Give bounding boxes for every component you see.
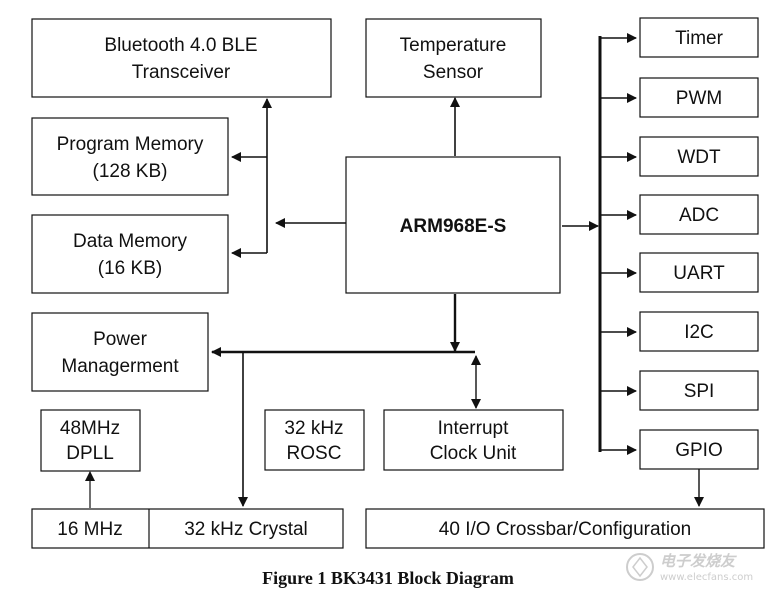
peripheral-gpio: GPIO [639, 429, 759, 470]
peripheral-label-gpio: GPIO [675, 440, 723, 461]
data-memory-label-line1: Data Memory [73, 231, 188, 252]
clock-source-block: 16 MHz 32 kHz Crystal [31, 508, 344, 549]
cpu-label: ARM968E-S [400, 216, 507, 237]
power-label-line1: Power [93, 329, 148, 350]
program-memory-block: Program Memory (128 KB) [31, 117, 229, 196]
bluetooth-label-line2: Transceiver [132, 62, 231, 83]
peripheral-label-wdt: WDT [677, 147, 721, 168]
temperature-label-line1: Temperature [400, 35, 507, 56]
watermark-url: www.elecfans.com [660, 572, 753, 583]
dpll-label-line1: 48MHz [60, 418, 120, 439]
crossbar-label: 40 I/O Crossbar/Configuration [439, 519, 691, 540]
peripheral-label-timer: Timer [675, 28, 724, 49]
data-memory-block: Data Memory (16 KB) [31, 214, 229, 294]
rosc-label-line2: ROSC [287, 443, 342, 464]
power-label-line2: Managerment [61, 356, 179, 377]
peripheral-adc: ADC [639, 194, 759, 235]
interrupt-clock-unit-block: Interrupt Clock Unit [383, 409, 564, 471]
figure-caption: Figure 1 BK3431 Block Diagram [262, 568, 514, 588]
interrupt-label-line1: Interrupt [438, 418, 509, 439]
peripheral-label-adc: ADC [679, 205, 719, 226]
peripheral-wdt: WDT [639, 136, 759, 177]
peripheral-label-spi: SPI [684, 381, 715, 402]
data-memory-label-line2: (16 KB) [98, 258, 162, 279]
watermark: 电子发烧友 www.elecfans.com [626, 552, 753, 583]
rosc-block: 32 kHz ROSC [264, 409, 365, 471]
peripheral-uart: UART [639, 252, 759, 293]
power-management-block: Power Managerment [31, 312, 209, 392]
dpll-label-line2: DPLL [66, 443, 114, 464]
connector-lines [85, 33, 704, 508]
watermark-logo-icon [626, 553, 654, 581]
cpu-block: ARM968E-S [345, 156, 561, 294]
peripheral-label-pwm: PWM [676, 88, 722, 109]
peripheral-pwm: PWM [639, 77, 759, 118]
program-memory-label-line1: Program Memory [57, 134, 204, 155]
bluetooth-block: Bluetooth 4.0 BLE Transceiver [31, 18, 332, 98]
peripheral-spi: SPI [639, 370, 759, 411]
watermark-title: 电子发烧友 [660, 552, 737, 570]
osc-16mhz-label: 16 MHz [57, 519, 122, 540]
interrupt-label-line2: Clock Unit [430, 443, 517, 464]
rosc-label-line1: 32 kHz [284, 418, 343, 439]
program-memory-label-line2: (128 KB) [93, 161, 168, 182]
dpll-block: 48MHz DPLL [40, 409, 141, 472]
peripheral-i2c: I2C [639, 311, 759, 352]
peripheral-label-i2c: I2C [684, 322, 714, 343]
temperature-label-line2: Sensor [423, 62, 484, 83]
temperature-sensor-block: Temperature Sensor [365, 18, 542, 98]
crossbar-block: 40 I/O Crossbar/Configuration [365, 508, 765, 549]
bluetooth-label-line1: Bluetooth 4.0 BLE [104, 35, 257, 56]
peripheral-timer: Timer [639, 17, 759, 58]
peripheral-label-uart: UART [673, 263, 725, 284]
crystal-32khz-label: 32 kHz Crystal [184, 519, 308, 540]
